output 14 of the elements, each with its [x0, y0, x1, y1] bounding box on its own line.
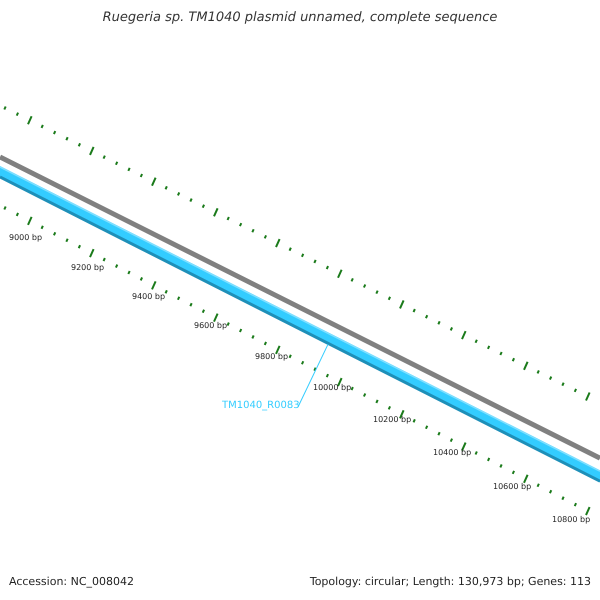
position-label: 9000 bp [9, 233, 42, 242]
position-label: 9400 bp [132, 292, 166, 301]
position-label: 10400 bp [433, 448, 472, 457]
diagram-title: Ruegeria sp. TM1040 plasmid unnamed, complete sequence [102, 10, 498, 25]
feature-label: TM1040_R0083 [222, 400, 300, 411]
position-label: 9600 bp [194, 321, 228, 330]
position-label: 10800 bp [552, 515, 590, 524]
position-label: 9800 bp [255, 352, 288, 361]
position-label: 10000 bp [313, 383, 352, 392]
summary-text: Topology: circular; Length: 130,973 bp; Genes: 113 [310, 575, 591, 588]
accession-text: Accession: NC_008042 [9, 575, 134, 588]
leader-line [298, 344, 328, 408]
position-label: 10200 bp [373, 415, 412, 424]
position-label: 9200 bp [71, 263, 104, 272]
